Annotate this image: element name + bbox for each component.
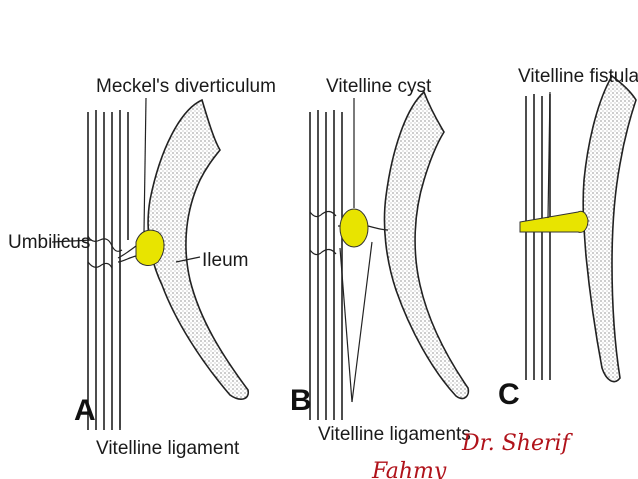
panel-letter-b: B — [290, 384, 312, 417]
ileum-a — [147, 98, 250, 400]
panel-a: Meckel's diverticulum Umbilicus Ileum Vi… — [8, 76, 276, 459]
panel-b: Vitelline cyst Vitelline ligaments B — [290, 76, 471, 445]
panel-letter-c: C — [498, 378, 520, 411]
label-umbilicus: Umbilicus — [8, 232, 90, 253]
label-vitelline-fistula: Vitelline fistula — [518, 66, 638, 87]
label-ileum: Ileum — [202, 250, 248, 271]
abdominal-wall-c — [525, 94, 551, 380]
abdominal-wall-a — [87, 110, 129, 430]
signature-line-2: Fahmy — [371, 459, 447, 479]
author-signature: Dr. Sherif Fahmy — [371, 431, 574, 479]
signature-line-1: Dr. Sherif — [461, 431, 574, 456]
meckels-diverticulum — [135, 229, 165, 266]
label-vitelline-ligament: Vitelline ligament — [96, 438, 240, 459]
ileum-c — [582, 74, 637, 383]
label-vitelline-ligaments: Vitelline ligaments — [318, 424, 471, 445]
ileum-b — [383, 90, 470, 400]
vitelline-fistula — [519, 210, 589, 233]
panel-letter-a: A — [74, 394, 96, 427]
vitelline-cyst — [339, 208, 369, 248]
panel-c: Vitelline fistula C — [498, 66, 638, 411]
label-meckels-diverticulum: Meckel's diverticulum — [96, 76, 276, 97]
abdominal-wall-b — [309, 110, 343, 420]
label-vitelline-cyst: Vitelline cyst — [326, 76, 432, 97]
